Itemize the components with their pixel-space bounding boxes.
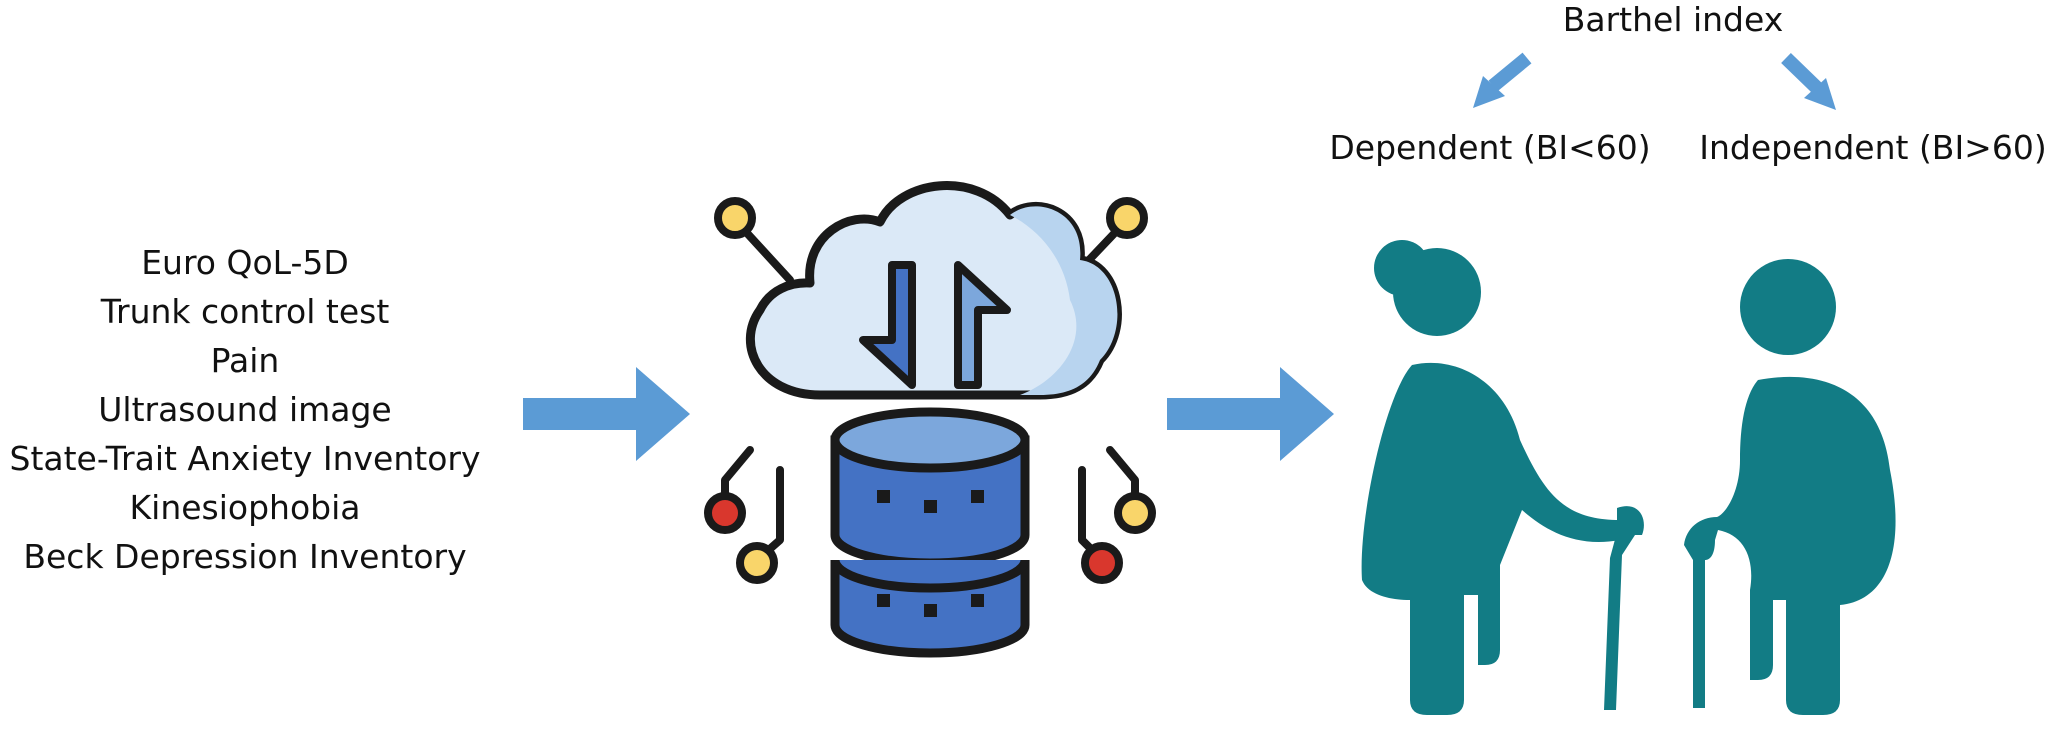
cloud-shape	[745, 181, 1122, 400]
input-item-kinesiophobia: Kinesiophobia	[129, 488, 361, 527]
input-item-trunk-control: Trunk control test	[100, 292, 390, 331]
elderly-couple-icon	[1361, 240, 1896, 715]
input-item-ultrasound: Ultrasound image	[98, 390, 392, 429]
input-variables-list: Euro QoL-5D Trunk control test Pain Ultr…	[0, 238, 490, 581]
flow-arrow-2	[1167, 367, 1334, 461]
input-item-beck: Beck Depression Inventory	[23, 537, 467, 576]
node-low-left	[736, 542, 778, 584]
elderly-woman-figure	[1361, 240, 1644, 715]
barthel-index-title: Barthel index	[1562, 0, 1784, 39]
input-item-euroqol: Euro QoL-5D	[141, 243, 349, 282]
input-item-stai: State-Trait Anxiety Inventory	[9, 439, 481, 478]
cloud-database-icon	[704, 181, 1156, 658]
node-mid-right	[1114, 492, 1156, 534]
circuit-nodes	[704, 197, 1156, 584]
node-top-right	[1106, 197, 1148, 239]
database-icon	[830, 407, 1030, 658]
elderly-man-figure	[1684, 259, 1896, 715]
node-top-left	[714, 197, 756, 239]
node-mid-left	[704, 492, 746, 534]
dependent-label: Dependent (BI<60)	[1329, 128, 1651, 167]
node-low-right	[1081, 542, 1123, 584]
split-arrow-right	[1781, 52, 1836, 110]
split-arrow-left	[1473, 52, 1532, 108]
input-item-pain: Pain	[210, 341, 280, 380]
independent-label: Independent (BI>60)	[1699, 128, 2047, 167]
flow-arrow-1	[523, 367, 690, 461]
sync-arrows-icon	[859, 261, 1011, 389]
